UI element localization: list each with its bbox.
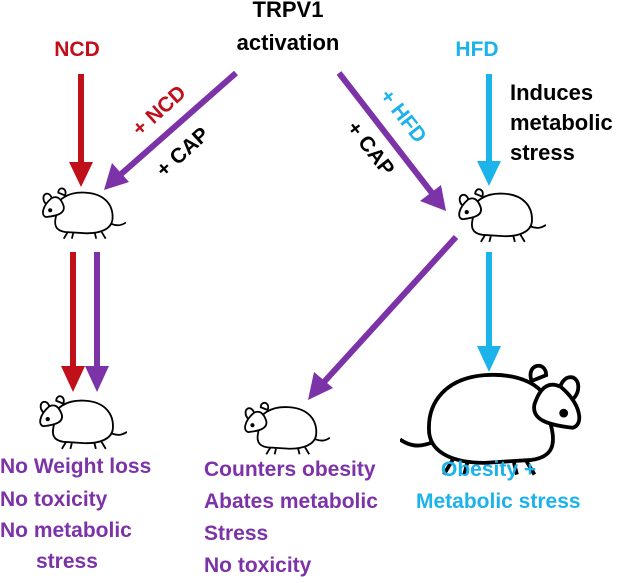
ncd-label: NCD	[54, 38, 100, 61]
middle-outcome-line2: Abates metabolic	[204, 490, 378, 513]
top-label-line2: activation	[237, 30, 340, 55]
induces-line3: stress	[510, 140, 575, 165]
right-outcome-line1: Obesity +	[441, 458, 537, 481]
ncd-down-arrow	[61, 252, 85, 392]
mouse-icon-left-outcome	[39, 395, 127, 450]
plus-ncd-label: + NCD	[128, 81, 191, 141]
cap-down-arrow	[85, 252, 109, 392]
middle-outcome-line3: Stress	[204, 522, 269, 545]
right-outcome-line2: Metabolic stress	[416, 490, 581, 513]
mouse-icon-hfd	[458, 188, 546, 243]
plus-hfd-label: + HFD	[375, 85, 431, 147]
cap-arrow-left	[104, 70, 238, 190]
middle-outcome-line4: No toxicity	[204, 554, 312, 577]
cap-arrow-right	[336, 71, 446, 211]
left-outcome-line3: No metabolic	[0, 519, 132, 542]
hfd-down-arrow	[477, 252, 501, 372]
mouse-icon-middle-outcome	[244, 401, 330, 456]
ncd-arrow	[69, 74, 93, 187]
left-outcome-line4: stress	[36, 550, 98, 573]
plus-cap-right-label: + CAP	[342, 117, 399, 180]
hfd-label: HFD	[455, 38, 498, 61]
induces-line1: Induces	[510, 80, 593, 105]
top-label-line1: TRPV1	[253, 0, 324, 22]
left-outcome-line2: No toxicity	[0, 488, 108, 511]
mouse-icon-ncd	[42, 187, 126, 240]
middle-outcome-line1: Counters obesity	[204, 458, 376, 481]
plus-cap-left-label: + CAP	[152, 123, 214, 182]
hfd-arrow	[477, 74, 501, 186]
left-outcome-line1: No Weight loss	[0, 455, 152, 478]
induces-line2: metabolic	[510, 110, 613, 135]
cap-arrow-middle	[308, 234, 459, 400]
